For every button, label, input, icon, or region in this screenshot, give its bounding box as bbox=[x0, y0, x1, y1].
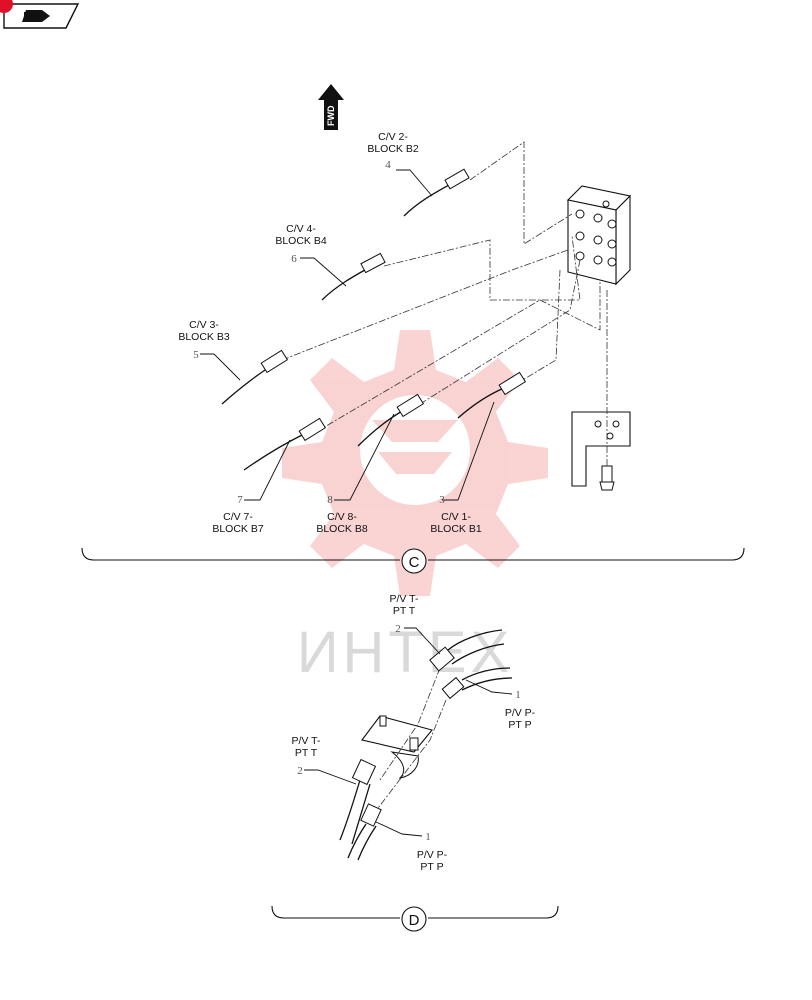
hose-pvt-upper bbox=[429, 629, 505, 672]
svg-text:6: 6 bbox=[291, 253, 297, 265]
svg-text:BLOCK B1: BLOCK B1 bbox=[430, 523, 482, 535]
callout-cv1: 3 C/V 1- BLOCK B1 bbox=[430, 494, 482, 535]
nav-back-icon[interactable] bbox=[0, 0, 80, 29]
hose-cv4 bbox=[321, 252, 386, 301]
watermark-logo bbox=[282, 330, 548, 596]
svg-text:5: 5 bbox=[193, 349, 199, 361]
svg-text:PT T: PT T bbox=[393, 605, 416, 617]
hose-pvt-lower bbox=[339, 758, 377, 845]
view-c-brace bbox=[81, 547, 745, 561]
view-d-label: D bbox=[409, 912, 420, 929]
svg-text:C/V 1-: C/V 1- bbox=[441, 511, 471, 523]
svg-text:BLOCK B8: BLOCK B8 bbox=[316, 523, 368, 535]
svg-text:PT P: PT P bbox=[508, 719, 531, 731]
hose-cv2 bbox=[403, 168, 470, 217]
hose-cv1 bbox=[457, 371, 527, 419]
svg-text:P/V P-: P/V P- bbox=[505, 707, 536, 719]
fwd-arrow-icon bbox=[318, 84, 344, 130]
svg-text:P/V T-: P/V T- bbox=[390, 593, 419, 605]
hose-pvp-upper bbox=[441, 667, 513, 700]
svg-text:PT T: PT T bbox=[295, 747, 318, 759]
svg-text:C/V 3-: C/V 3- bbox=[189, 319, 219, 331]
view-d-marker bbox=[401, 906, 427, 932]
svg-text:P/V P-: P/V P- bbox=[417, 849, 448, 861]
hose-pvp-lower bbox=[347, 803, 382, 861]
svg-text:BLOCK B4: BLOCK B4 bbox=[275, 235, 327, 247]
callout-cv7: 7 C/V 7- BLOCK B7 bbox=[212, 494, 264, 535]
callout-pvp-lower: 1 P/V P- PT P bbox=[417, 831, 448, 873]
svg-text:8: 8 bbox=[327, 494, 333, 506]
callout-cv2: C/V 2- BLOCK B2 4 bbox=[367, 131, 419, 171]
svg-text:BLOCK B2: BLOCK B2 bbox=[367, 143, 419, 155]
svg-text:BLOCK B7: BLOCK B7 bbox=[212, 523, 264, 535]
svg-text:2: 2 bbox=[297, 765, 303, 777]
callout-cv3: C/V 3- BLOCK B3 5 bbox=[178, 319, 230, 361]
valve-block bbox=[566, 185, 632, 286]
callout-cv8: 8 C/V 8- BLOCK B8 bbox=[316, 494, 368, 535]
pump-valve-plate bbox=[361, 715, 433, 779]
callout-cv4: C/V 4- BLOCK B4 6 bbox=[275, 223, 327, 265]
view-d-brace bbox=[271, 905, 559, 919]
hose-cv7 bbox=[243, 417, 327, 471]
svg-text:1: 1 bbox=[515, 689, 521, 701]
hose-cv3 bbox=[221, 349, 289, 405]
callout-pvt-lower: P/V T- PT T 2 bbox=[292, 735, 321, 777]
watermark-text: ИНТЕХ bbox=[297, 620, 513, 685]
hose-cv8 bbox=[357, 393, 425, 447]
svg-text:C/V 8-: C/V 8- bbox=[327, 511, 357, 523]
mounting-bracket bbox=[571, 411, 631, 491]
callout-pvp-upper: 1 P/V P- PT P bbox=[505, 689, 536, 731]
svg-text:C/V 7-: C/V 7- bbox=[223, 511, 253, 523]
svg-text:BLOCK B3: BLOCK B3 bbox=[178, 331, 230, 343]
svg-text:1: 1 bbox=[425, 831, 431, 843]
view-c-label: C bbox=[409, 554, 420, 571]
svg-text:7: 7 bbox=[237, 494, 243, 506]
svg-text:2: 2 bbox=[395, 623, 401, 635]
svg-text:PT P: PT P bbox=[420, 861, 443, 873]
svg-text:4: 4 bbox=[385, 159, 391, 171]
svg-text:C/V 4-: C/V 4- bbox=[286, 223, 316, 235]
fwd-label: FWD bbox=[326, 105, 336, 126]
callout-pvt-upper: P/V T- PT T 2 bbox=[390, 593, 419, 635]
svg-text:3: 3 bbox=[439, 494, 445, 506]
svg-text:P/V T-: P/V T- bbox=[292, 735, 321, 747]
svg-text:C/V 2-: C/V 2- bbox=[378, 131, 408, 143]
view-c-marker bbox=[401, 548, 427, 574]
